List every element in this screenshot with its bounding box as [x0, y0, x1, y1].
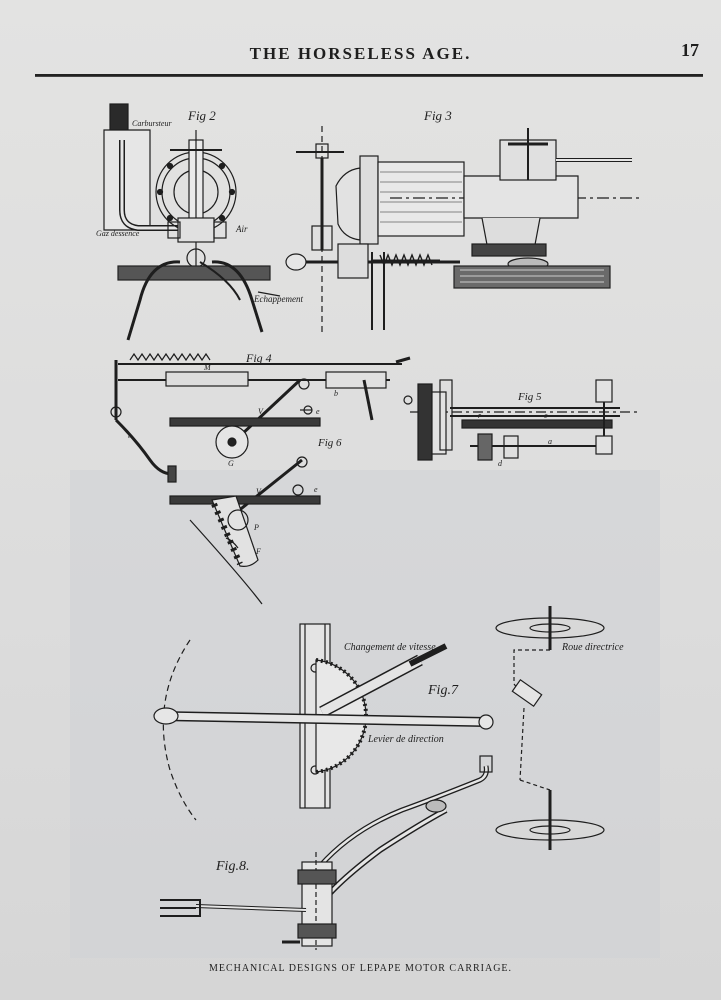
- fig7-drawing: [153, 606, 605, 850]
- fig6-letter-1: V: [256, 487, 262, 496]
- fig5-letter-0: r: [478, 411, 482, 420]
- fig7-part-1: Roue directrice: [561, 642, 624, 653]
- fig2-part-1: Gaz dessence: [96, 229, 140, 238]
- running-title: THE HORSELESS AGE.: [249, 44, 472, 63]
- figure-caption: MECHANICAL DESIGNS OF LEPAPE MOTOR CARRI…: [208, 963, 513, 974]
- fig8-drawing: [160, 755, 493, 950]
- fig4-label: Fig 4: [245, 351, 272, 365]
- fig7-label: Fig.7: [427, 683, 459, 698]
- fig4-letter-2: V: [258, 407, 264, 416]
- fig5-drawing: [410, 379, 638, 461]
- fig3-label: Fig 3: [423, 108, 452, 123]
- fig4-letter-4: e: [316, 407, 320, 416]
- page-number: 17: [681, 40, 699, 60]
- fig5-label: Fig 5: [517, 391, 542, 403]
- fig4-letter-3: b: [334, 389, 338, 398]
- fig7-part-0: Changement de vitesse: [344, 642, 436, 653]
- fig5-letter-1: e: [544, 411, 548, 420]
- fig6-letter-4: F: [255, 547, 261, 556]
- fig4-letter-1: t: [128, 431, 131, 440]
- fig2-drawing: [103, 103, 281, 341]
- fig3-drawing: [285, 126, 640, 336]
- fig2-label: Fig 2: [187, 108, 216, 123]
- header-rule: [35, 74, 703, 77]
- fig8-label: Fig.8.: [215, 859, 249, 874]
- fig5-letter-3: d: [498, 459, 503, 468]
- fig4-drawing: [110, 352, 413, 483]
- fig6-letter-2: e: [314, 485, 318, 494]
- fig6-drawing: [169, 456, 321, 605]
- fig4-letter-0: M: [203, 363, 212, 372]
- fig2-part-2: Air: [235, 224, 248, 234]
- fig2-part-0: Carbursteur: [132, 119, 172, 128]
- fig6-label: Fig 6: [317, 437, 342, 449]
- fig7-part-2: Levier de direction: [367, 734, 444, 745]
- fig6-letter-0: G: [228, 459, 234, 468]
- fig6-letter-3: P: [253, 523, 259, 532]
- fig5-letter-2: a: [548, 437, 552, 446]
- fig2-part-3: Echappement: [253, 294, 303, 304]
